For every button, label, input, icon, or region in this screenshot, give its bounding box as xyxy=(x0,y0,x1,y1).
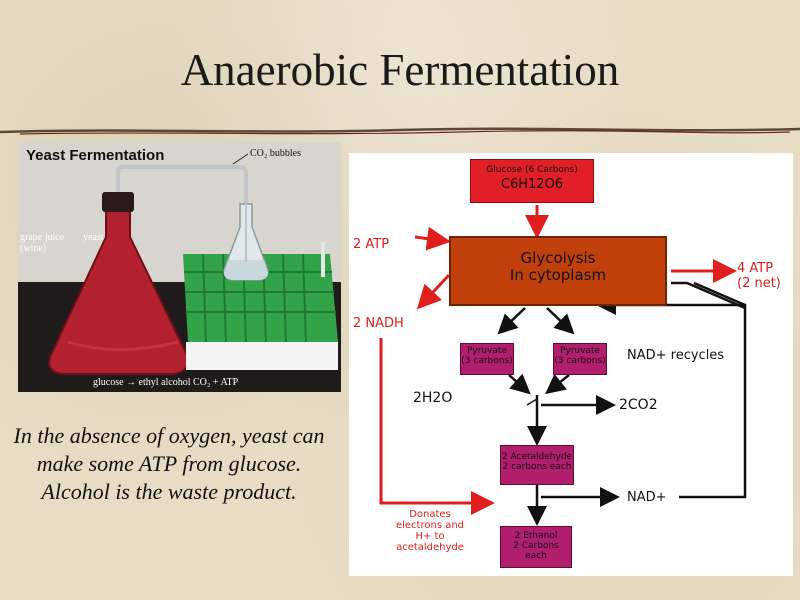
donates-label: Donates electrons and H+ to acetaldehyde xyxy=(395,509,465,553)
grape-juice-label: grape juice (wine) xyxy=(20,232,65,254)
slide-description: In the absence of oxygen, yeast can make… xyxy=(13,423,325,504)
nadh-label: 2 NADH xyxy=(353,316,404,331)
photo-banner: Yeast Fermentation xyxy=(26,147,165,164)
wine-label: (wine) xyxy=(20,243,47,254)
pyruvate-box-left: Pyruvate (3 carbons) xyxy=(460,343,514,375)
equation-caption: glucose → ethyl alcohol CO₂ + ATP xyxy=(93,377,239,388)
nad-recycles-label: NAD+ recycles xyxy=(627,348,725,363)
fermentation-diagram: Glucose (6 Carbons) C6H12O6 Glycolysis I… xyxy=(349,153,793,576)
co2-bubbles-label: CO₂ bubbles xyxy=(250,148,301,159)
title-divider xyxy=(0,127,800,135)
water-label: 2H2O xyxy=(413,390,453,406)
yeast-label: yeast xyxy=(83,232,104,243)
glycolysis-box: Glycolysis In cytoplasm xyxy=(449,236,667,306)
co2-label: 2CO2 xyxy=(619,397,658,413)
atp-output-label: 4 ATP (2 net) xyxy=(737,261,781,291)
fermentation-photo: Yeast Fermentation CO₂ bubbles grape jui… xyxy=(18,142,341,392)
pyruvate-box-right: Pyruvate (3 carbons) xyxy=(553,343,607,375)
glucose-formula: C6H12O6 xyxy=(500,177,564,192)
slide-title: Anaerobic Fermentation xyxy=(180,45,620,95)
nad-plus-label: NAD+ xyxy=(627,490,667,505)
acetaldehyde-box: 2 Acetaldehyde 2 carbons each xyxy=(500,445,574,485)
glucose-box: Glucose (6 Carbons) C6H12O6 xyxy=(470,159,594,203)
ethanol-box: 2 Ethanol 2 Carbons each xyxy=(500,526,572,568)
atp-input-label: 2 ATP xyxy=(353,237,390,252)
